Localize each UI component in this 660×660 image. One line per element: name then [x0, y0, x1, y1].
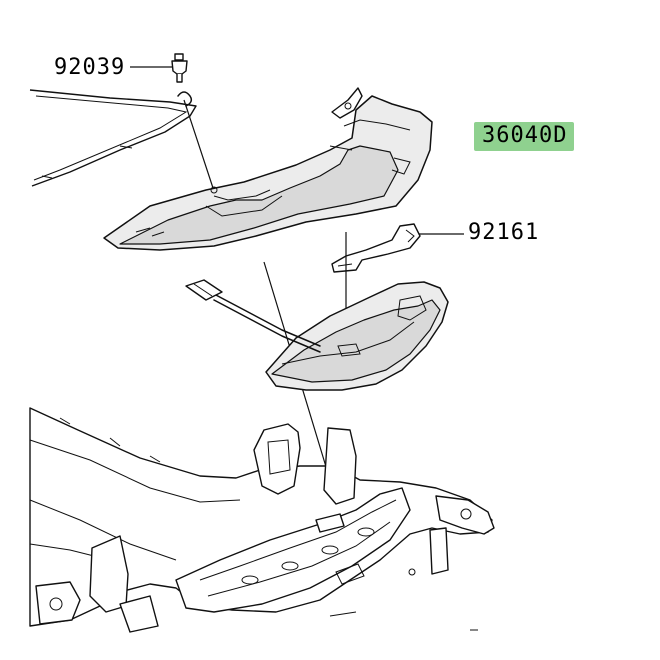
upper-side-panel: [29, 89, 197, 187]
tail-light-assembly[interactable]: [265, 281, 449, 391]
clip-92161[interactable]: [331, 223, 464, 273]
rear-frame: [29, 407, 495, 633]
tail-cover-36040d[interactable]: [103, 87, 433, 251]
part-number-92161[interactable]: 92161: [468, 220, 540, 245]
part-number-36040d[interactable]: 36040D: [474, 122, 575, 151]
tail-light-wiring: [185, 279, 321, 353]
bolt-leader: [183, 99, 214, 189]
bolt-92039[interactable]: [130, 53, 188, 83]
part-number-92039[interactable]: 92039: [54, 55, 126, 80]
